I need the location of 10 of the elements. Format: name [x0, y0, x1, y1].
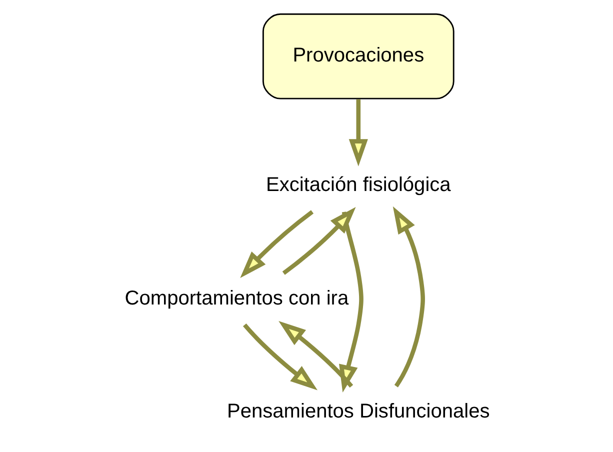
arrow [282, 207, 356, 275]
arrow [278, 320, 354, 388]
arrow [392, 206, 425, 388]
node-box: Provocaciones [262, 13, 454, 100]
node-text: Pensamientos Disfuncionales [227, 400, 490, 422]
arrow [348, 99, 368, 166]
node-text: Excitación fisiológica [266, 174, 451, 196]
arrow [240, 210, 314, 278]
node-text: Comportamientos con ira [124, 287, 349, 310]
arrow [243, 324, 318, 390]
